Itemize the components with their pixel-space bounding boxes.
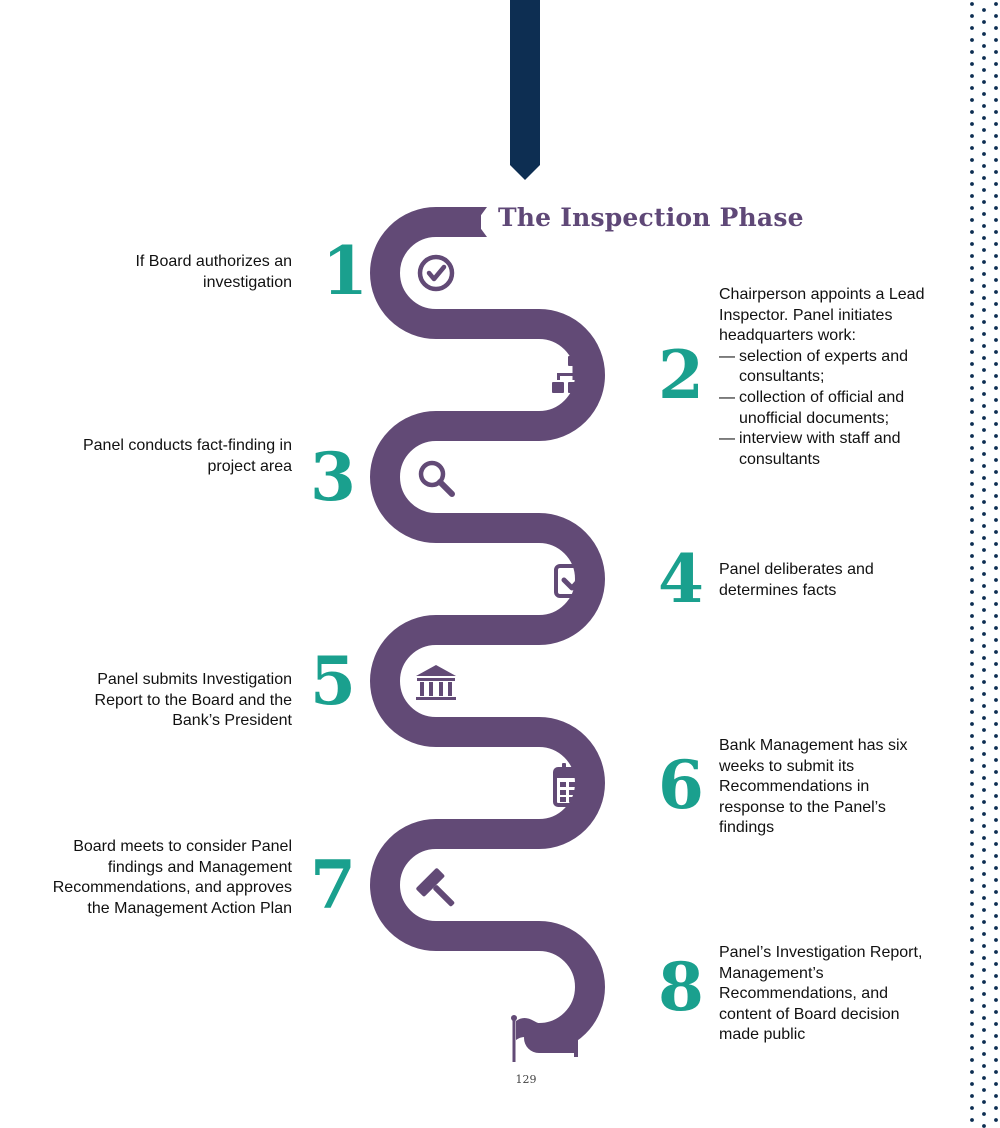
- step-number-7: 7: [310, 846, 356, 924]
- bank-icon: [416, 665, 456, 700]
- step-text-1: If Board authorizes an investigation: [135, 253, 292, 291]
- check-circle-icon: [417, 254, 455, 292]
- step-text-8: Panel’s Investigation Report, Management…: [719, 944, 923, 1044]
- flag-icon: [511, 1015, 554, 1062]
- step-text-4: Panel deliberates and determines facts: [719, 561, 874, 599]
- dotted-border: [970, 2, 998, 1128]
- step-text-2: Chairperson appoints a Lead Inspector. P…: [719, 285, 954, 470]
- step-text-5: Panel submits Investigation Report to th…: [94, 671, 292, 730]
- step-text-6: Bank Management has six weeks to submit …: [719, 737, 908, 837]
- step-number-5: 5: [310, 642, 356, 720]
- step-text-3: Panel conducts fact-finding in project a…: [82, 437, 292, 475]
- page-title: The Inspection Phase: [498, 203, 804, 232]
- step-2-bullet-2: collection of official and unofficial do…: [719, 388, 954, 429]
- step-number-3: 3: [310, 438, 356, 516]
- step-text-7: Board meets to consider Panel findings a…: [52, 838, 292, 917]
- calendar-icon: [553, 763, 595, 807]
- step-number-6: 6: [658, 746, 704, 824]
- step-number-2: 2: [658, 336, 704, 414]
- serpentine-path: [370, 207, 605, 1053]
- banner-arrow: [510, 0, 540, 180]
- gavel-icon: [416, 868, 455, 907]
- step-2-bullet-3: interview with staff and consultants: [719, 429, 954, 470]
- step-number-1: 1: [322, 232, 368, 310]
- page-number: 129: [515, 1073, 537, 1086]
- org-chart-icon: [552, 356, 596, 393]
- checkbox-icon: [554, 563, 595, 598]
- step-number-8: 8: [658, 948, 704, 1026]
- step-number-4: 4: [658, 540, 704, 618]
- step-2-bullet-1: selection of experts and consultants;: [719, 347, 954, 388]
- path-end-cap: [574, 1019, 578, 1057]
- ribbon-notch: [470, 207, 487, 237]
- step-2-intro: Chairperson appoints a Lead Inspector. P…: [719, 286, 925, 345]
- search-icon: [418, 460, 455, 497]
